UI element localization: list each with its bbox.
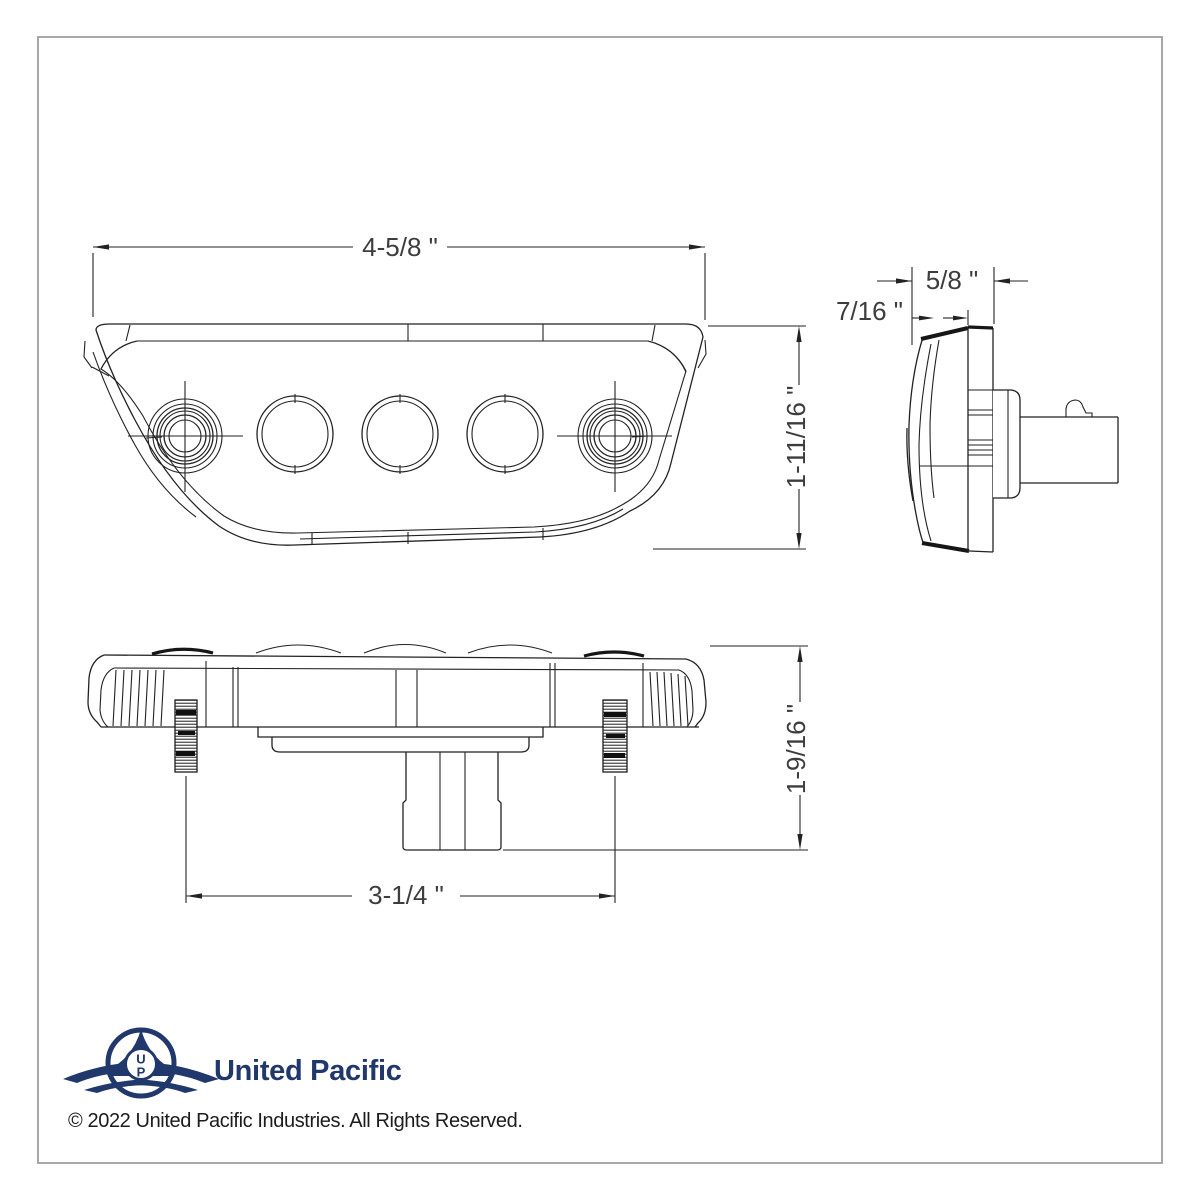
front-corner-left-chamfer <box>83 340 93 369</box>
mounting-stud-bottom-right <box>602 699 628 773</box>
bottom-bezel-hatch-left <box>112 669 165 727</box>
arrowhead <box>797 834 803 850</box>
side-lens-top-edge <box>920 326 969 341</box>
arrowhead <box>896 278 912 284</box>
front-bottom-wall-line <box>299 508 624 540</box>
dim-side-depth-label: 5/8 " <box>926 265 979 295</box>
dim-front-width-label: 4-5/8 " <box>362 232 438 262</box>
led-circle <box>361 394 439 474</box>
arrowhead <box>994 278 1010 284</box>
side-housing-top <box>967 325 994 330</box>
led-circle <box>466 394 544 474</box>
arrowhead <box>796 326 802 342</box>
brand-wordmark: United Pacific <box>214 1055 402 1087</box>
bottom-lens-bumps <box>151 643 645 658</box>
dim-front-height-label: 1-11/16 " <box>781 386 811 489</box>
copyright-text: © 2022 United Pacific Industries. All Ri… <box>68 1110 522 1132</box>
side-housing-ribs <box>968 409 993 456</box>
front-corner-right-arc <box>647 340 687 373</box>
arrowhead <box>186 893 202 899</box>
side-lens-rim-shadow <box>906 427 914 502</box>
dimension-stud-spacing: 3-1/4 " <box>185 776 616 910</box>
bottom-bezel-hatch-right <box>649 671 689 727</box>
connector-latch-tab <box>1065 399 1093 417</box>
emblem-wing-left-lower <box>84 1079 146 1093</box>
brand-logo: U P United Pacific <box>63 1027 402 1099</box>
bottom-lens-lip <box>257 727 544 753</box>
dimension-front-width: 4-5/8 " <box>92 232 706 320</box>
side-wire-connector <box>1020 399 1119 484</box>
front-housing-outline <box>95 323 704 546</box>
front-corner-left-arc <box>100 340 138 370</box>
arrowhead <box>689 244 705 250</box>
dimension-overall-height: 1-9/16 " <box>503 645 811 851</box>
led-circle <box>256 394 334 474</box>
bottom-right-nose <box>685 658 707 728</box>
dimension-side-depth: 5/8 " <box>877 265 1028 345</box>
front-left-wall-line <box>92 351 197 518</box>
mounting-stud-bottom-left <box>174 699 198 773</box>
emblem-monogram-p: P <box>137 1065 146 1080</box>
side-mounting-collar <box>993 389 1021 499</box>
bottom-view <box>87 643 707 851</box>
dim-overall-height-label: 1-9/16 " <box>781 704 811 794</box>
front-corner-right-chamfer <box>697 339 707 369</box>
mounting-stud-front-right <box>557 381 672 492</box>
arrowhead <box>796 533 802 549</box>
dim-stud-spacing-label: 3-1/4 " <box>368 880 444 910</box>
dim-lens-depth-label: 7/16 " <box>836 296 903 326</box>
arrowhead <box>599 893 615 899</box>
arrowhead <box>919 315 934 321</box>
bottom-left-nose <box>87 654 105 728</box>
arrowhead <box>93 244 109 250</box>
side-lens-outline <box>908 336 925 546</box>
side-lens-facet <box>918 343 932 542</box>
united-pacific-emblem-icon: U P <box>63 1027 219 1099</box>
side-view <box>906 325 1119 553</box>
arrowhead <box>953 315 968 321</box>
emblem-monogram-u: U <box>136 1052 145 1067</box>
side-lens-facet <box>929 339 940 499</box>
front-view <box>83 323 707 546</box>
dimension-front-height: 1-11/16 " <box>653 325 811 550</box>
bottom-wire-connector <box>402 752 502 851</box>
mounting-stud-front-left <box>128 381 243 492</box>
emblem-wing-right-lower <box>136 1079 198 1093</box>
sheet-border <box>37 36 1163 1164</box>
dimension-lens-depth: 7/16 " <box>836 296 969 326</box>
arrowhead <box>797 646 803 662</box>
side-lens-bottom-edge <box>921 541 970 553</box>
